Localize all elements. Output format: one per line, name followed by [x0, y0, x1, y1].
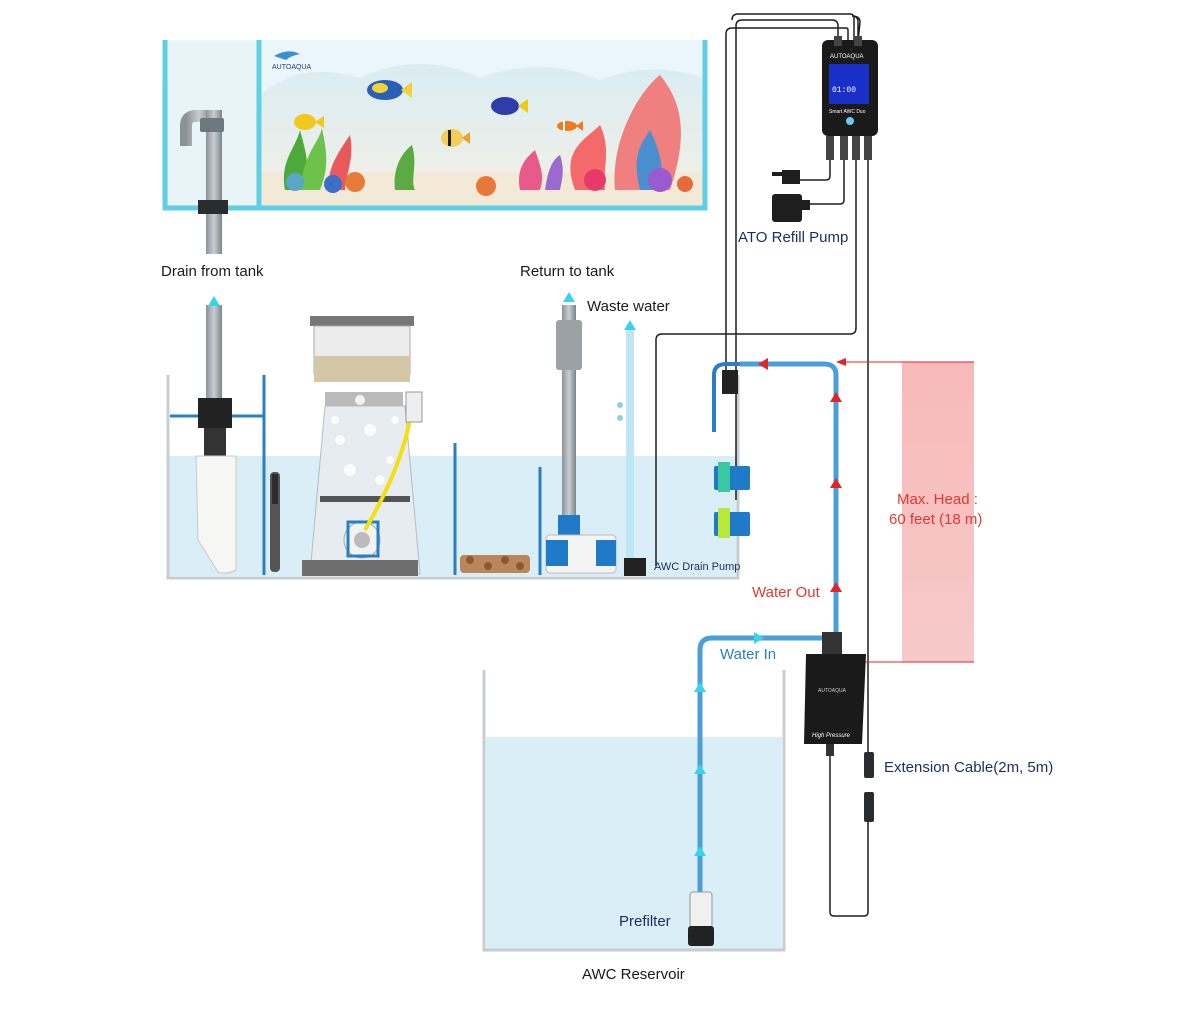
- return-to-tank-label: Return to tank: [520, 263, 615, 280]
- max-head-label-line2: 60 feet (18 m): [889, 511, 983, 528]
- extension-cable-label: Extension Cable(2m, 5m): [884, 759, 1054, 776]
- water-out-pipe: [740, 361, 839, 640]
- controller-cables: [655, 13, 869, 917]
- level-sensors: [712, 362, 760, 538]
- max-head-top-arrow: [836, 358, 846, 366]
- awc-reservoir: [482, 670, 786, 952]
- protein-skimmer: [302, 316, 423, 576]
- awc-reservoir-label: AWC Reservoir: [582, 966, 685, 983]
- aqua-lifter-pump: AUTOAQUA High Pressure: [804, 632, 866, 756]
- pump-tagline-text: High Pressure: [812, 733, 851, 739]
- extension-cable: [864, 752, 874, 822]
- tank-logo: AUTOAQUA: [272, 51, 311, 71]
- prefilter: [688, 891, 714, 946]
- awc-drain-pump-label: AWC Drain Pump: [654, 561, 741, 573]
- max-head-band: [902, 362, 974, 662]
- sump-drain-pipe: [195, 305, 237, 574]
- power-adapter: [772, 170, 800, 184]
- water-in-arrows: [694, 632, 764, 856]
- water-in-pipe: [697, 635, 822, 900]
- water-out-arrows: [758, 358, 842, 592]
- max-head-label-line1: Max. Head :: [897, 491, 978, 508]
- controller-logo-text: AUTOAQUA: [830, 54, 864, 60]
- ato-refill-pump-label: ATO Refill Pump: [738, 229, 849, 246]
- live-rock-rubble: [460, 555, 530, 573]
- controller-display-text: 01:00: [832, 86, 856, 95]
- waste-water-label: Waste water: [587, 298, 670, 315]
- ato-refill-pump: [772, 194, 810, 222]
- waste-water-line: [617, 330, 646, 576]
- tank-logo-text: AUTOAQUA: [272, 64, 311, 71]
- return-pump: [545, 305, 617, 574]
- pump-logo-text: AUTOAQUA: [818, 688, 847, 694]
- water-out-label: Water Out: [752, 584, 820, 601]
- prefilter-label: Prefilter: [619, 913, 671, 930]
- overflow-drain-pipe: [180, 110, 228, 254]
- sump: [166, 375, 740, 580]
- awc-controller: AUTOAQUA 01:00 Smart AWC Duo: [822, 36, 878, 160]
- controller-model-text: Smart AWC Duo: [829, 109, 866, 115]
- drain-from-tank-label: Drain from tank: [161, 263, 264, 280]
- fish-decoration: [294, 80, 583, 147]
- water-in-label: Water In: [720, 646, 777, 663]
- coral-decoration: [283, 75, 693, 196]
- flow-arrows-top: [208, 292, 636, 330]
- heater: [270, 472, 280, 572]
